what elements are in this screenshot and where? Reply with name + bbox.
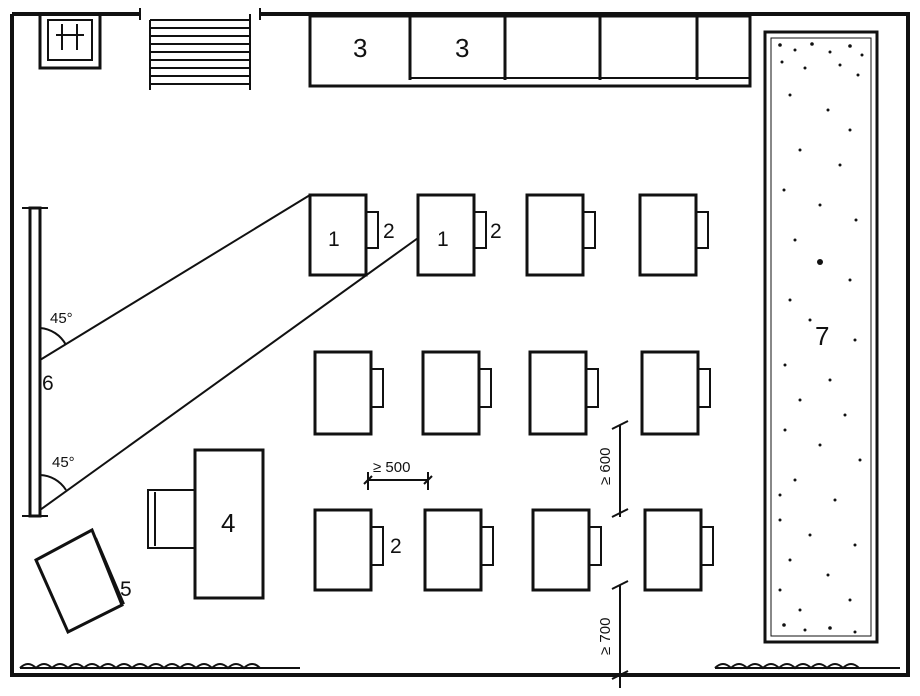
- radiator-top: [149, 14, 251, 90]
- desk-r1-c1: [308, 193, 379, 277]
- desk-r3-c3: [531, 508, 602, 592]
- teacher-desk: [147, 448, 265, 600]
- side-table: [34, 527, 125, 635]
- desk-r2-c2: [421, 350, 492, 436]
- room-walls: [10, 8, 910, 677]
- sight-lines: [39, 194, 419, 511]
- desk-label-2: 1: [437, 228, 449, 251]
- desk-r3-c2: [423, 508, 494, 592]
- desk-r3-c1: [313, 508, 384, 592]
- dim-row-gap-label: ≥ 600: [597, 448, 614, 485]
- desk-r1-c4: [638, 193, 709, 277]
- upper-angle-label: 45°: [50, 310, 73, 327]
- dim-desk-spacing-label: ≥ 500: [373, 459, 410, 476]
- window-bottom-right: [714, 663, 900, 670]
- plant-area: [763, 30, 879, 644]
- desk-r2-c4: [640, 350, 711, 436]
- dim-desk-spacing: [363, 472, 433, 490]
- lower-angle-label: 45°: [52, 454, 75, 471]
- cabinet-row: [308, 14, 752, 88]
- cabinet-label-1: 3: [353, 33, 367, 63]
- wall-fixture-top-left: [38, 12, 102, 70]
- chair-label-3: 2: [390, 535, 402, 558]
- chair-label-1: 2: [383, 220, 395, 243]
- desk-r2-c1: [313, 350, 384, 436]
- teacher-desk-label: 4: [221, 508, 235, 538]
- plant-area-label: 7: [815, 321, 829, 351]
- angle-arcs: [39, 327, 67, 491]
- dim-row-gap: [611, 420, 629, 518]
- dim-aisle-gap-label: ≥ 700: [597, 618, 614, 655]
- blackboard-label: 6: [42, 372, 54, 395]
- side-table-label: 5: [120, 578, 132, 601]
- desk-r2-c3: [528, 350, 599, 436]
- blackboard: [22, 206, 48, 518]
- window-bottom-left: [19, 663, 300, 670]
- desk-r1-c2: [416, 193, 487, 277]
- plant-area-dots: [778, 42, 864, 634]
- cabinet-label-2: 3: [455, 33, 469, 63]
- dim-aisle-gap: [611, 580, 629, 688]
- desk-r3-c4: [643, 508, 714, 592]
- chair-label-2: 2: [490, 220, 502, 243]
- desk-r1-c3: [525, 193, 596, 277]
- desk-label-1: 1: [328, 228, 340, 251]
- desk-grid: [308, 193, 714, 592]
